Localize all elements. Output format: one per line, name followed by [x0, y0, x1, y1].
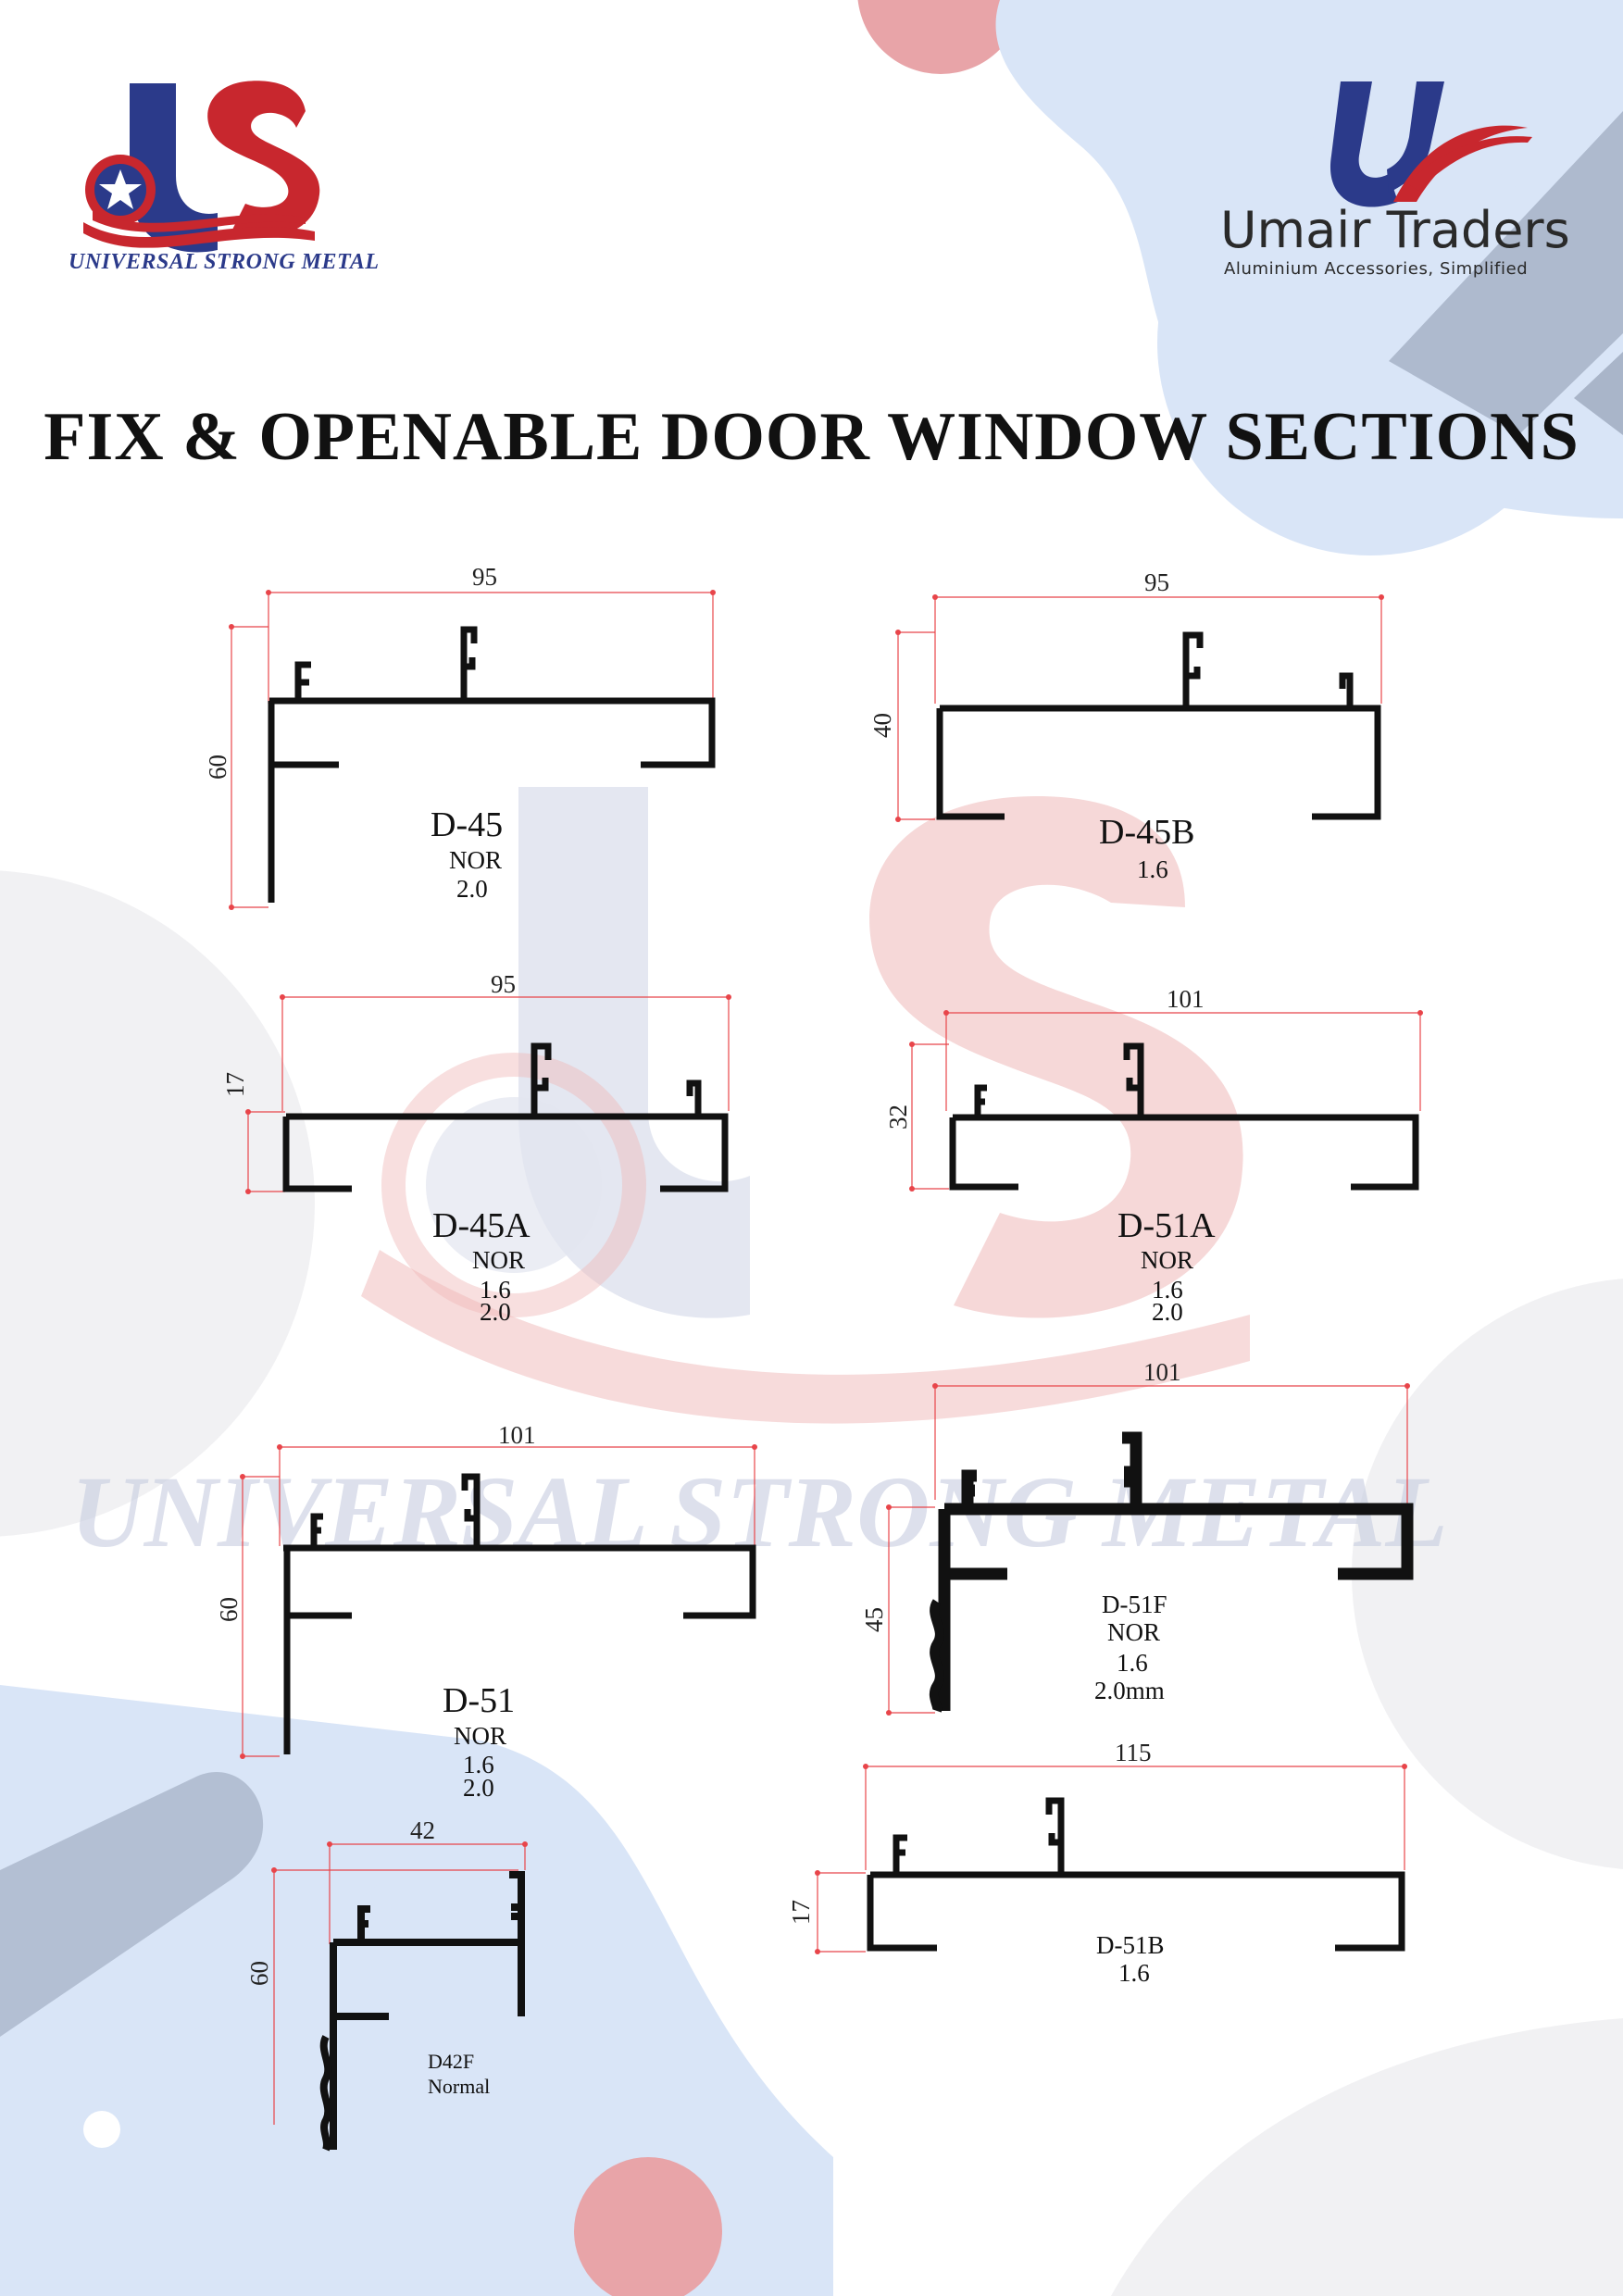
d-51f-spec-3: 2.0mm [1094, 1677, 1165, 1704]
profile-d-51f [886, 1383, 1414, 1716]
d-51b-code: D-51B [1096, 1931, 1165, 1959]
d-45a-height-label: 17 [221, 1072, 249, 1097]
d42f-code: D42F [428, 2050, 475, 2073]
umair-traders-logo-mark [1330, 81, 1532, 207]
profile-d-45b [895, 594, 1384, 822]
d-51-height-label: 60 [215, 1597, 243, 1622]
d-51b-height-label: 17 [787, 1900, 815, 1925]
d-45a-width-label: 95 [491, 970, 516, 998]
right-brand-tagline: Aluminium Accessories, Simplified [1224, 259, 1529, 279]
d-51a-spec-1: NOR [1141, 1246, 1194, 1274]
profile-d42f [271, 1841, 528, 2152]
dimension-lines [242, 1446, 755, 1757]
profile-d-45 [229, 590, 716, 910]
dimension-lines [231, 592, 714, 908]
d-45-spec-2: 2.0 [456, 875, 488, 903]
left-brand-name: UNIVERSAL STRONG METAL [69, 250, 380, 274]
d42f-height-label: 60 [245, 1961, 273, 1986]
d42f-spec-1: Normal [428, 2075, 491, 2098]
d-51a-spec-2: 1.6 [1152, 1276, 1183, 1304]
d-51f-code: D-51F [1102, 1591, 1167, 1618]
d42f-width-label: 42 [410, 1816, 435, 1844]
d-45a-code: D-45A [432, 1206, 531, 1245]
right-brand-name: Umair Traders [1220, 201, 1570, 259]
d-45-spec-1: NOR [449, 846, 503, 874]
dimension-lines [247, 996, 730, 1192]
d-51-width-label: 101 [498, 1421, 536, 1449]
d-45b-code: D-45B [1099, 813, 1195, 852]
dimension-lines [897, 596, 1382, 820]
profile-d-51a [909, 1010, 1423, 1192]
d-51-spec-2: 1.6 [463, 1751, 494, 1778]
d-45b-spec-1: 1.6 [1137, 855, 1168, 883]
d-45-width-label: 95 [472, 563, 497, 591]
d-51a-code: D-51A [1117, 1206, 1216, 1245]
d-45a-spec-3: 2.0 [480, 1298, 511, 1326]
d-51a-spec-3: 2.0 [1152, 1298, 1183, 1326]
dimension-lines [888, 1385, 1408, 1714]
profile-d-51 [240, 1444, 757, 1759]
d-51b-spec-1: 1.6 [1118, 1959, 1150, 1987]
d-45a-spec-2: 1.6 [480, 1276, 511, 1304]
profile-d-45a [245, 994, 731, 1194]
d-45b-height-label: 40 [868, 713, 896, 738]
d-45a-spec-1: NOR [472, 1246, 526, 1274]
d-51a-width-label: 101 [1167, 985, 1205, 1013]
d-51f-spec-2: 1.6 [1117, 1649, 1148, 1677]
d-51-code: D-51 [443, 1681, 516, 1720]
universal-strong-metal-logo [83, 81, 320, 253]
d-45-code: D-45 [431, 805, 504, 844]
dimension-lines [817, 1766, 1405, 1953]
d-45b-width-label: 95 [1144, 568, 1169, 596]
d-45-height-label: 60 [204, 755, 231, 780]
dimension-lines [273, 1843, 526, 2125]
dimension-lines [911, 1012, 1421, 1190]
d-51f-spec-1: NOR [1107, 1618, 1161, 1646]
page-title: FIX & OPENABLE DOOR WINDOW SECTIONS [44, 399, 1579, 475]
d-51-spec-3: 2.0 [463, 1774, 494, 1802]
d-51f-width-label: 101 [1143, 1358, 1181, 1386]
d-51-spec-1: NOR [454, 1722, 507, 1750]
d-51b-width-label: 115 [1115, 1739, 1152, 1766]
d-51a-height-label: 32 [884, 1104, 912, 1129]
d-51f-height-label: 45 [860, 1607, 888, 1632]
profile-d-51b [815, 1764, 1407, 1954]
